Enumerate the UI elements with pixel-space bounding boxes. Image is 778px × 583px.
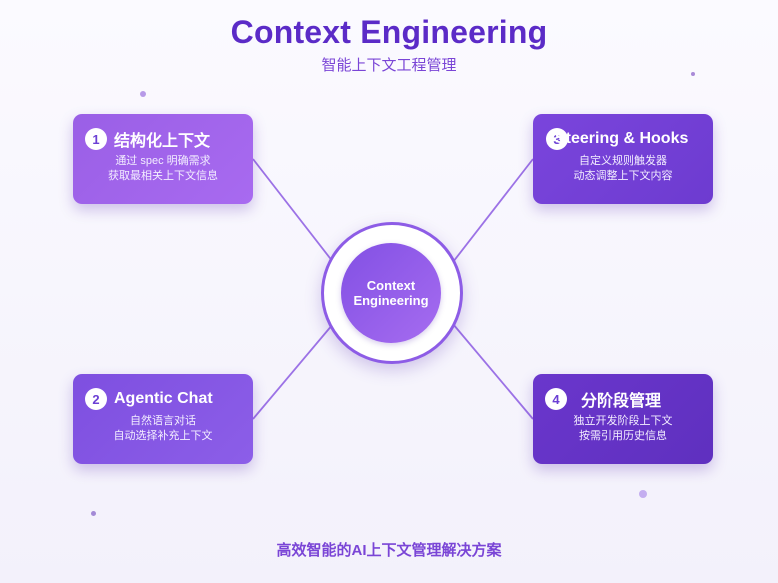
connector-line-3	[452, 158, 534, 263]
card-desc-line: 独立开发阶段上下文	[573, 415, 673, 427]
decor-dot	[691, 72, 695, 76]
center-hub-line2: Engineering	[353, 293, 429, 308]
connector-line-2	[252, 323, 334, 420]
card-desc-line: 获取最相关上下文信息	[108, 170, 218, 182]
card-desc-line: 按需引用历史信息	[579, 430, 667, 442]
card-steering-hooks: 3 Steering & Hooks 自定义规则触发器 动态调整上下文内容	[533, 114, 713, 204]
card-desc-line: 自然语言对话	[130, 415, 196, 427]
page-title: Context Engineering	[230, 14, 548, 50]
center-hub: Context Engineering	[341, 243, 441, 343]
decor-dot	[91, 511, 96, 516]
decor-dot	[140, 91, 146, 97]
card-title: 结构化上下文	[114, 133, 211, 150]
connector-line-1	[252, 158, 334, 263]
card-desc-line: 通过 spec 明确需求	[115, 155, 211, 167]
card-number-badge: 1	[85, 128, 107, 150]
card-title: 分阶段管理	[581, 393, 662, 410]
card-desc-line: 自动选择补充上下文	[113, 430, 213, 442]
connector-line-4	[452, 323, 534, 420]
footer-tagline: 高效智能的AI上下文管理解决方案	[276, 542, 502, 559]
card-number-badge: 3	[546, 128, 568, 150]
card-structured-context: 1 结构化上下文 通过 spec 明确需求 获取最相关上下文信息	[73, 114, 253, 204]
card-desc-line: 动态调整上下文内容	[573, 170, 673, 182]
card-phased-management: 4 分阶段管理 独立开发阶段上下文 按需引用历史信息	[533, 374, 713, 464]
card-number-badge: 4	[545, 388, 567, 410]
page-subtitle: 智能上下文工程管理	[321, 57, 457, 74]
card-title: Steering & Hooks	[555, 130, 689, 147]
card-agentic-chat: 2 Agentic Chat 自然语言对话 自动选择补充上下文	[73, 374, 253, 464]
card-title: Agentic Chat	[114, 390, 213, 407]
card-number-badge: 2	[85, 388, 107, 410]
decor-dot	[639, 490, 647, 498]
center-hub-line1: Context	[366, 278, 416, 293]
card-desc-line: 自定义规则触发器	[579, 155, 667, 167]
